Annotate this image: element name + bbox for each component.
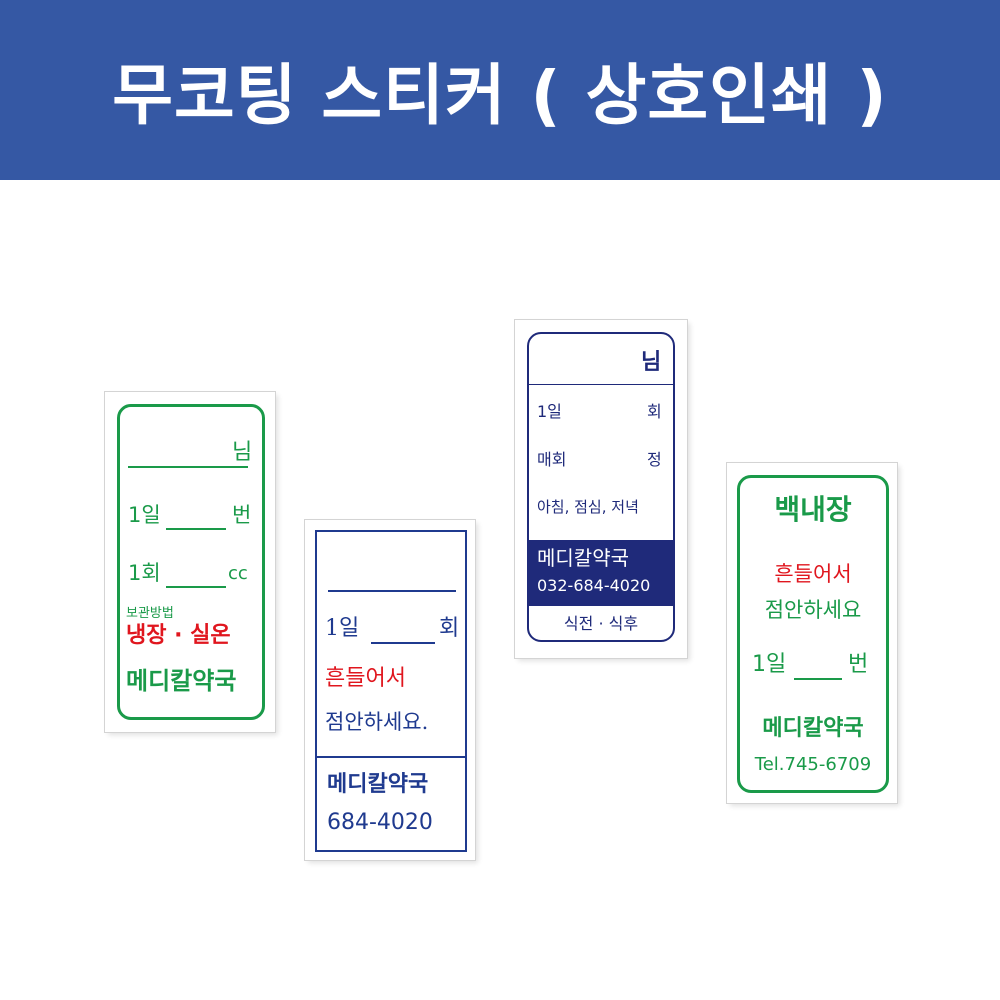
day-prefix: 1일: [128, 503, 161, 527]
page-title: 무코팅 스티커 ( 상호인쇄 ): [112, 57, 888, 134]
name-suffix: 님: [232, 440, 253, 465]
sticker-green-cataract: 백내장 흔들어서 점안하세요 1일 번 메디칼약국 Tel.745-6709: [727, 463, 897, 803]
pharmacy-name: 메디칼약국: [126, 667, 237, 695]
tel-number: Tel.745-6709: [754, 754, 872, 775]
day-suffix: 회: [439, 616, 460, 641]
every-suffix: 정: [647, 450, 662, 469]
name-divider: [529, 384, 673, 385]
divider: [317, 756, 465, 758]
shake-line1: 흔들어서: [325, 666, 406, 691]
sticker-green-dosage: 님 1일 번 1회 cc 보관방법 냉장 · 실온 메디칼약국: [105, 392, 275, 732]
name-suffix: 님: [641, 350, 662, 375]
shake-line1: 흔들어서: [774, 562, 852, 586]
day-prefix: 1일: [325, 616, 360, 641]
pharmacy-band: 메디칼약국 032-684-4020: [529, 540, 673, 606]
shake-line2: 점안하세요: [764, 598, 862, 622]
phone-number: 684-4020: [327, 810, 433, 835]
pharmacy-name: 메디칼약국: [537, 546, 629, 570]
name-underline: [128, 466, 248, 468]
day-underline: [166, 528, 226, 530]
dose-suffix: cc: [228, 563, 248, 584]
day-prefix: 1일: [752, 652, 787, 677]
day-suffix: 번: [232, 503, 252, 527]
sticker-frame: 백내장 흔들어서 점안하세요 1일 번 메디칼약국 Tel.745-6709: [737, 475, 889, 793]
pharmacy-name: 메디칼약국: [762, 716, 864, 741]
name-underline: [328, 590, 456, 592]
every-prefix: 매회: [537, 450, 567, 469]
meal-timing: 식전 · 식후: [563, 614, 639, 633]
drug-name: 백내장: [774, 493, 852, 526]
shake-line2: 점안하세요.: [325, 710, 429, 734]
day-underline: [794, 678, 842, 680]
sticker-frame: 님 1일 회 매회 정 아침, 점심, 저녁 메디칼약국 032-684-402…: [527, 332, 675, 642]
storage-value: 냉장 · 실온: [126, 623, 231, 648]
storage-label: 보관방법: [126, 606, 174, 621]
day-underline: [371, 642, 435, 644]
dose-underline: [166, 586, 226, 588]
sticker-blue-eyedrop: 1일 회 흔들어서 점안하세요. 메디칼약국 684-4020: [305, 520, 475, 860]
day-prefix: 1일: [537, 402, 562, 421]
day-suffix: 번: [848, 652, 869, 677]
phone-number: 032-684-4020: [537, 576, 651, 595]
sticker-frame: 님 1일 번 1회 cc 보관방법 냉장 · 실온 메디칼약국: [117, 404, 265, 720]
title-banner: 무코팅 스티커 ( 상호인쇄 ): [0, 0, 1000, 180]
sticker-frame: 1일 회 흔들어서 점안하세요. 메디칼약국 684-4020: [315, 530, 467, 852]
pharmacy-name: 메디칼약국: [327, 772, 429, 797]
day-suffix: 회: [647, 402, 662, 421]
dose-prefix: 1회: [128, 561, 161, 585]
sticker-navy-dosage: 님 1일 회 매회 정 아침, 점심, 저녁 메디칼약국 032-684-402…: [515, 320, 687, 658]
meal-times: 아침, 점심, 저녁: [537, 498, 639, 516]
